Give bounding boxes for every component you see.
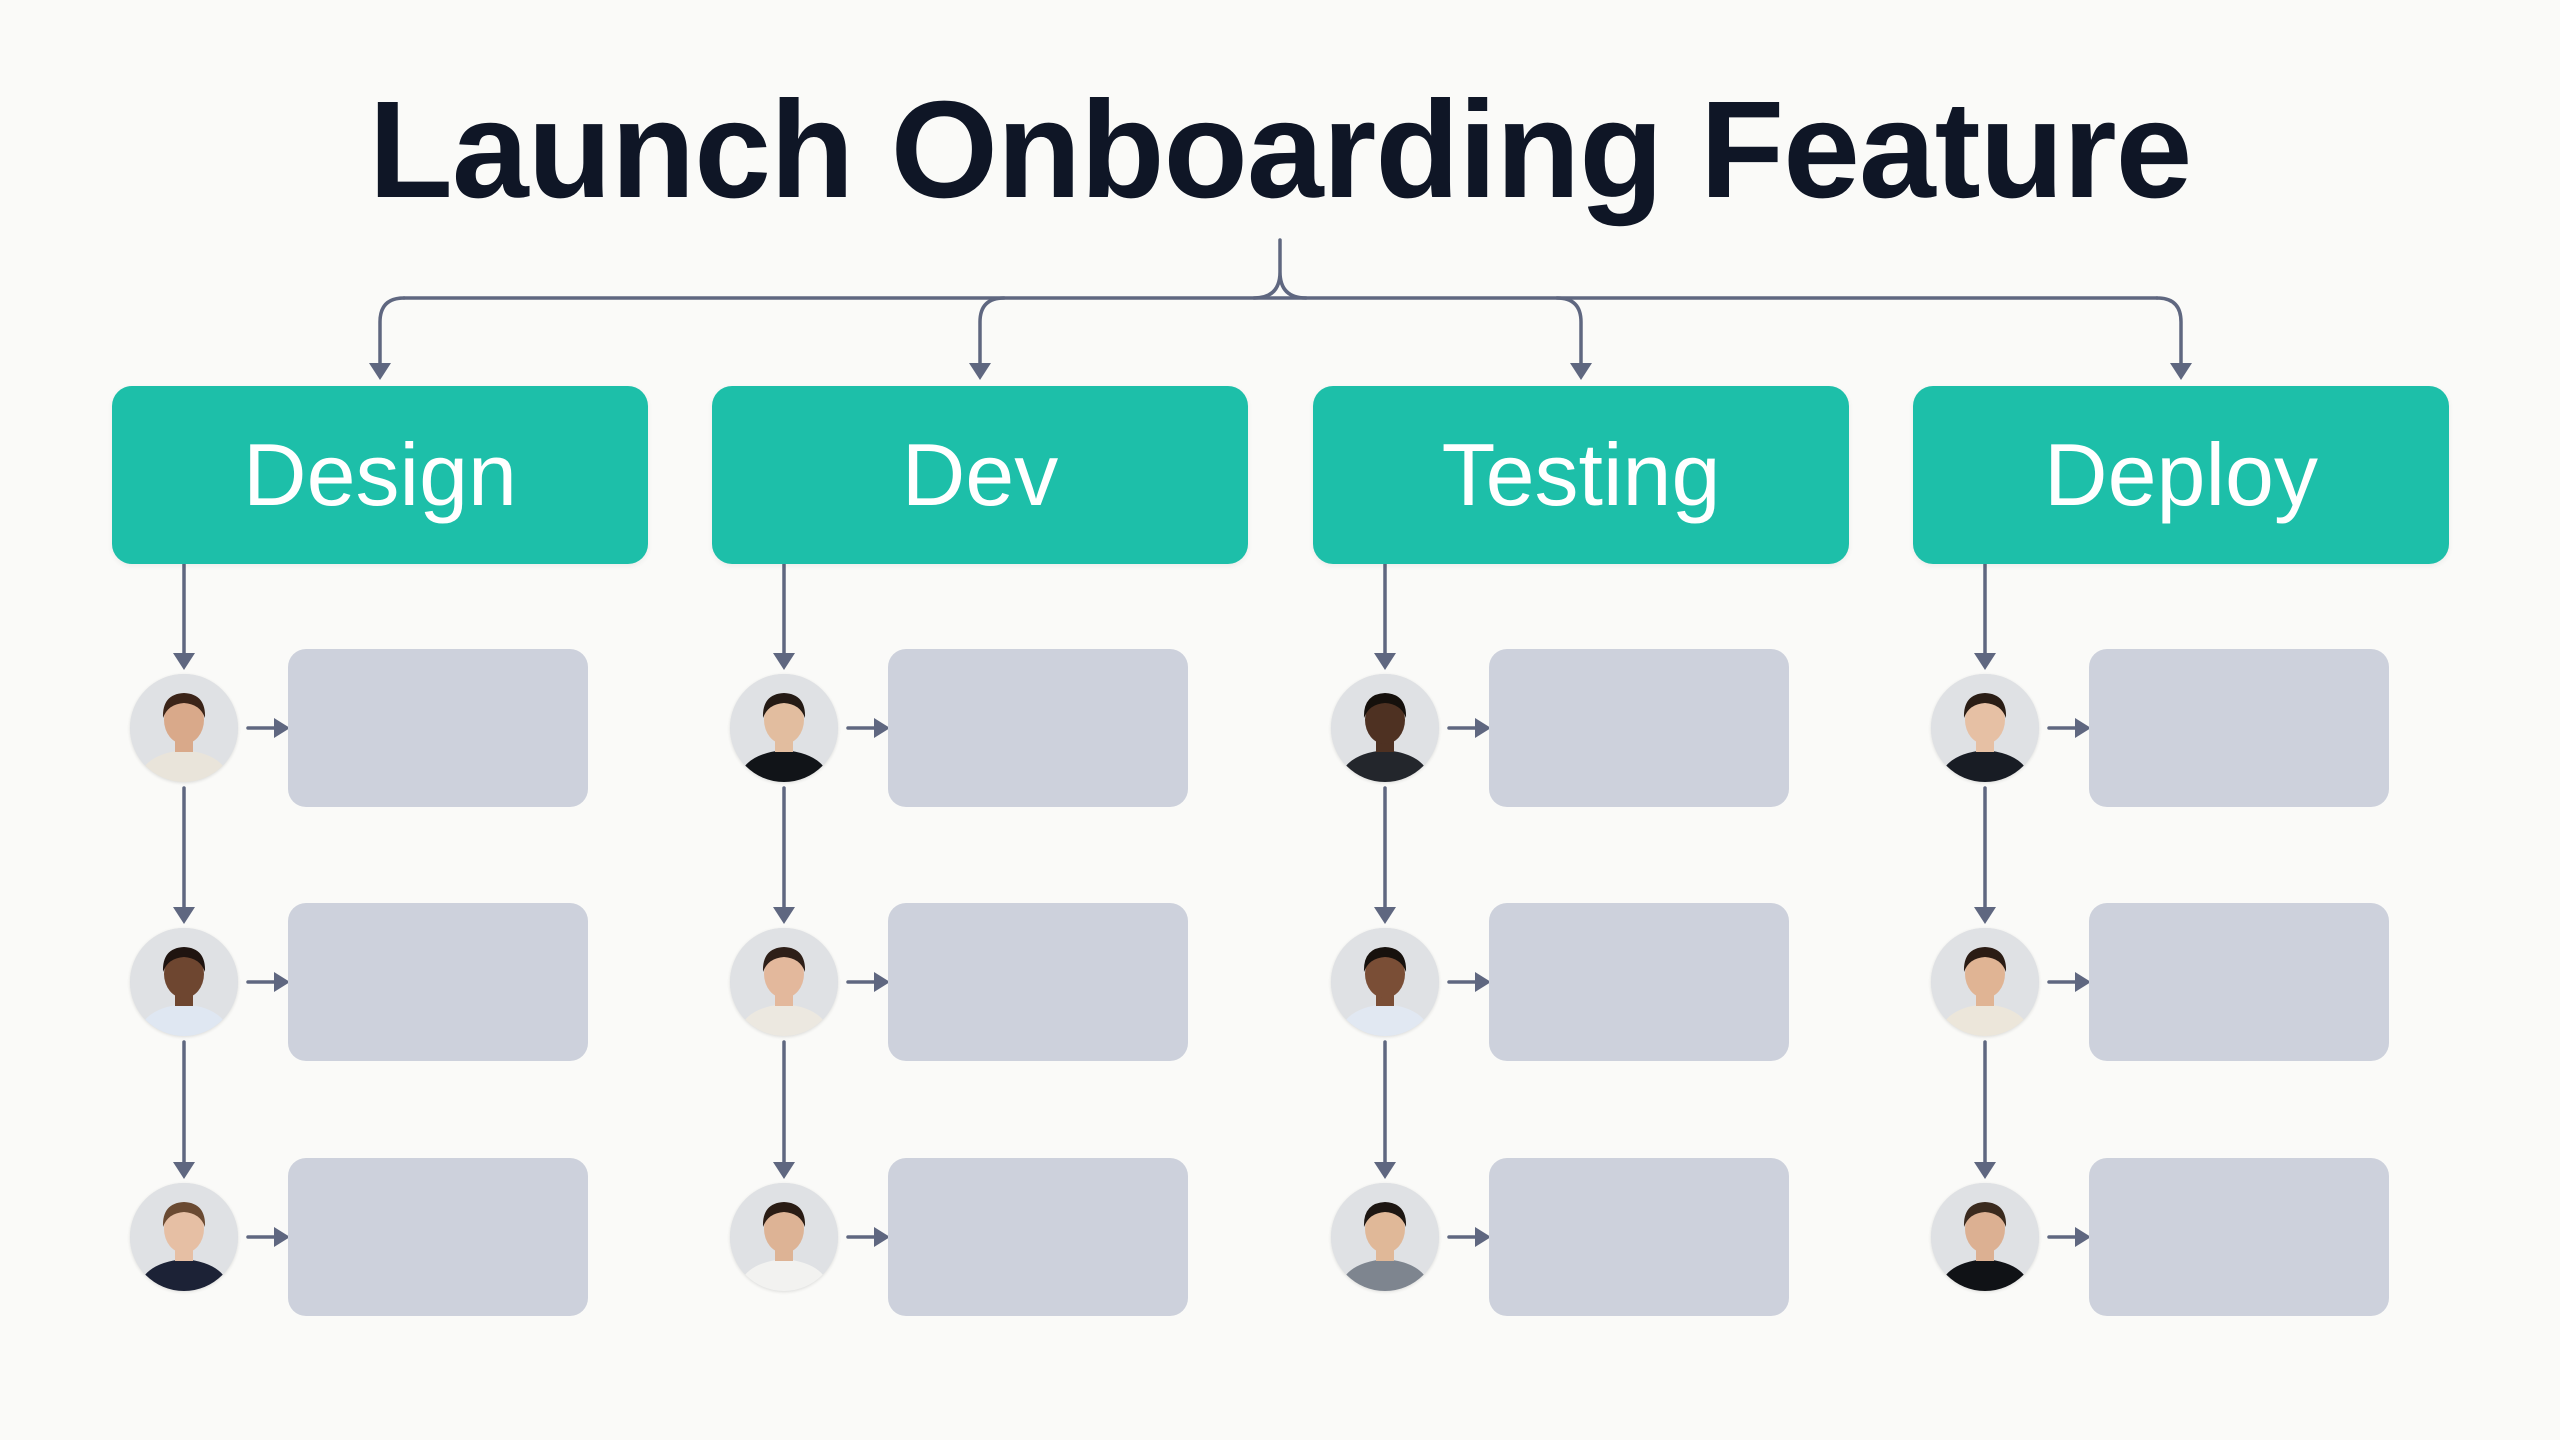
task-placeholder — [288, 1158, 588, 1316]
down-arrow — [173, 653, 195, 670]
task-placeholder — [288, 649, 588, 807]
task-placeholder — [1489, 1158, 1789, 1316]
man-short-hair-avatar — [130, 1183, 238, 1291]
down-arrow — [1374, 653, 1396, 670]
task-placeholder — [888, 1158, 1188, 1316]
task-placeholder — [1489, 649, 1789, 807]
man-smiling-avatar — [1331, 928, 1439, 1036]
task-placeholder — [1489, 903, 1789, 1061]
woman-smiling-avatar — [1931, 928, 2039, 1036]
down-arrow — [173, 907, 195, 924]
phase-label: Dev — [902, 431, 1059, 519]
woman-long-hair-avatar — [130, 674, 238, 782]
phase-label: Design — [243, 431, 517, 519]
branch-line-0 — [380, 298, 404, 364]
brace-connector — [1254, 240, 1306, 298]
branch-arrow-1 — [969, 363, 991, 380]
branch-arrow-3 — [2170, 363, 2192, 380]
branch-line-3 — [2157, 298, 2181, 364]
man-beard-avatar — [130, 928, 238, 1036]
man-black-shirt-avatar — [730, 674, 838, 782]
task-placeholder — [2089, 903, 2389, 1061]
phase-label: Testing — [1442, 431, 1721, 519]
phase-box-dev: Dev — [712, 386, 1248, 564]
phase-box-testing: Testing — [1313, 386, 1849, 564]
down-arrow — [773, 1162, 795, 1179]
down-arrow — [1374, 1162, 1396, 1179]
task-placeholder — [2089, 649, 2389, 807]
task-placeholder — [888, 649, 1188, 807]
man-dark-shirt-avatar — [1931, 674, 2039, 782]
diagram-title: Launch Onboarding Feature — [0, 70, 2560, 230]
down-arrow — [1374, 907, 1396, 924]
down-arrow — [1974, 907, 1996, 924]
task-placeholder — [288, 903, 588, 1061]
phase-box-deploy: Deploy — [1913, 386, 2449, 564]
down-arrow — [773, 653, 795, 670]
task-placeholder — [888, 903, 1188, 1061]
task-placeholder — [2089, 1158, 2389, 1316]
down-arrow — [1974, 1162, 1996, 1179]
woman-dark-hair-avatar — [730, 928, 838, 1036]
phase-label: Deploy — [2044, 431, 2318, 519]
branch-line-2 — [1557, 298, 1581, 364]
man-dark-skin-avatar — [1331, 674, 1439, 782]
man-black-tee-avatar — [1931, 1183, 2039, 1291]
down-arrow — [1974, 653, 1996, 670]
down-arrow — [173, 1162, 195, 1179]
man-gray-shirt-avatar — [1331, 1183, 1439, 1291]
branch-arrow-0 — [369, 363, 391, 380]
branch-line-1 — [980, 298, 1004, 364]
down-arrow — [773, 907, 795, 924]
branch-arrow-2 — [1570, 363, 1592, 380]
phase-box-design: Design — [112, 386, 648, 564]
man-glasses-avatar — [730, 1183, 838, 1291]
